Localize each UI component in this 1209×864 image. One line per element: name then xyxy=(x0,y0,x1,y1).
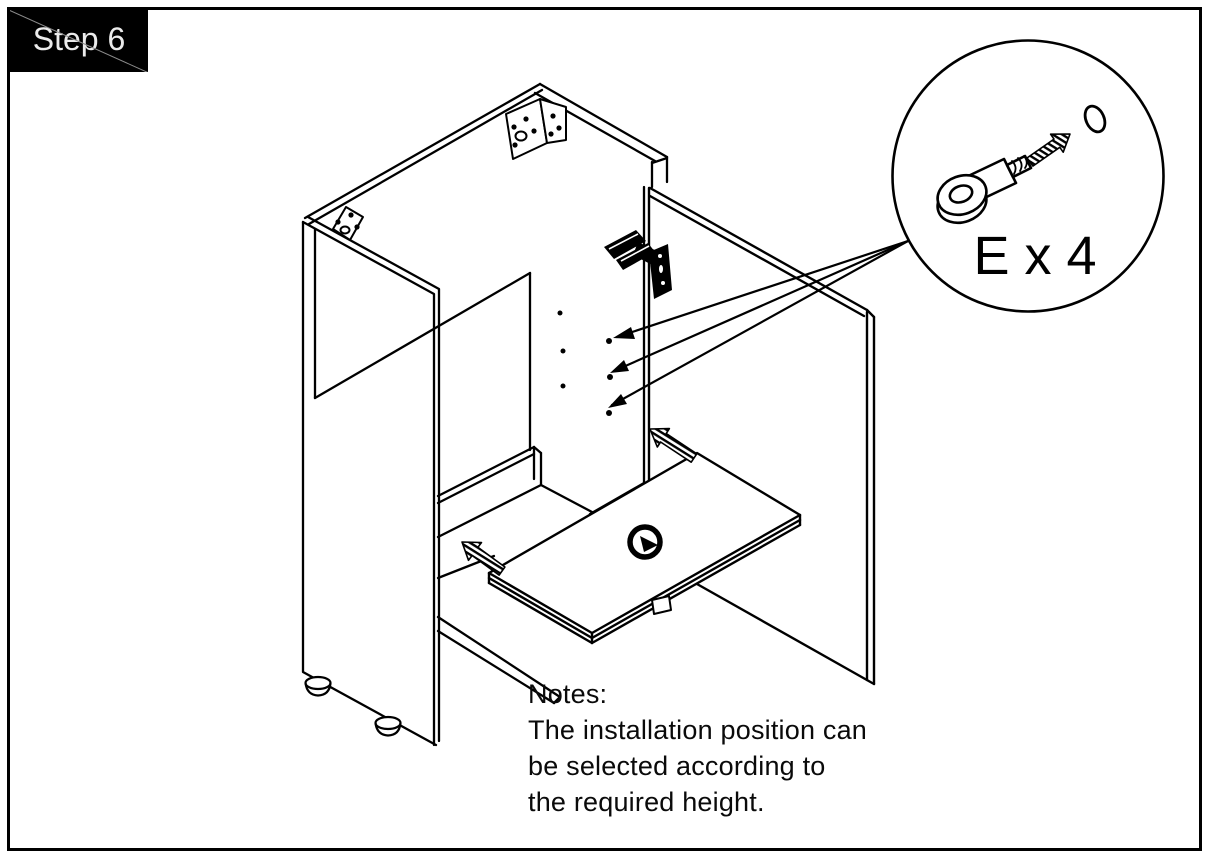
shelf-pin-icon xyxy=(936,154,1033,225)
cabinet-icon xyxy=(301,82,669,747)
page-border xyxy=(7,7,1202,851)
step-banner: Step 6 xyxy=(10,10,148,72)
hinge-icon xyxy=(604,230,672,299)
callout-circle xyxy=(891,39,1165,313)
pin-hole-icon xyxy=(1083,104,1107,134)
notes-line: the required height. xyxy=(528,787,765,817)
notes-heading: Notes: xyxy=(528,679,608,709)
notes: Notes: The installation position can be … xyxy=(528,676,867,820)
insertion-arrow-icon xyxy=(461,427,698,576)
pointer-line-icon xyxy=(608,239,910,408)
insertion-arrow-icon xyxy=(1026,133,1071,167)
banner-artifact-line xyxy=(10,10,148,72)
part-quantity-label: E x 4 xyxy=(973,226,1097,286)
pin-hole-dots xyxy=(557,310,613,416)
mounting-bracket-icon xyxy=(332,98,567,241)
part-callout xyxy=(891,39,1165,313)
foot-icon xyxy=(304,675,402,737)
notes-line: The installation position can xyxy=(528,715,868,745)
notes-line: be selected according to xyxy=(528,751,826,781)
cam-lock-icon xyxy=(627,524,663,560)
